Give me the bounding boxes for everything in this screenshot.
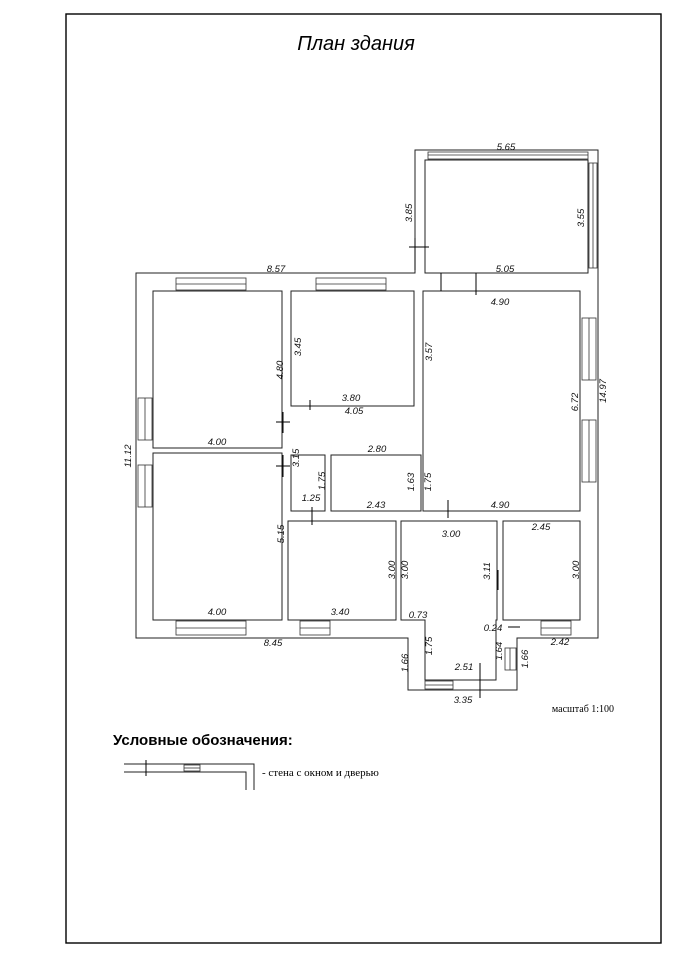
dim-label: 1.75	[317, 471, 328, 490]
dim-label: 3.45	[293, 337, 304, 356]
dim-label: 8.57	[267, 264, 286, 275]
legend-item-text: - стена с окном и дверью	[262, 767, 379, 779]
room-bedroom-bottom-left	[152, 452, 283, 621]
dim-label: 8.45	[264, 638, 283, 649]
dim-label: 5.15	[276, 524, 287, 543]
window-porch-side	[504, 647, 517, 671]
dim-label: 2.51	[454, 662, 474, 673]
legend-wall-symbol	[124, 760, 255, 790]
dim-label: 2.45	[531, 522, 551, 533]
dim-label: 5.65	[497, 142, 516, 153]
dimension-labels: 5.65 3.85 3.55 8.57 5.05 4.90 3.45 4.80 …	[123, 142, 609, 706]
room-middle-top	[290, 290, 415, 407]
dim-label: 3.80	[342, 393, 361, 404]
room-corridor-small	[290, 454, 326, 512]
dim-label: 11.12	[123, 444, 134, 468]
dim-label: 4.00	[208, 607, 227, 618]
windows	[137, 151, 598, 690]
dim-label: 1.66	[400, 653, 411, 672]
dim-label: 5.05	[496, 264, 515, 275]
dim-label: 2.43	[366, 500, 386, 511]
legend: Условные обозначения: - стена с окном и …	[113, 732, 379, 790]
dim-label: 4.00	[208, 437, 227, 448]
dim-label: 6.72	[570, 392, 581, 411]
room-bottom-right	[502, 520, 581, 621]
dim-label: 1.75	[424, 636, 435, 655]
dim-label: 4.80	[275, 360, 286, 379]
dim-label: 3.00	[387, 560, 398, 579]
dim-label: 1.64	[494, 642, 505, 661]
dim-label: 0.73	[409, 610, 428, 621]
window-veranda-top	[427, 151, 589, 160]
plan-title: План здания	[297, 33, 415, 55]
room-bottom-middle	[287, 520, 397, 621]
room-bath	[330, 454, 422, 512]
dim-label: 3.55	[576, 208, 587, 227]
dim-label: 0.24	[484, 623, 503, 634]
dim-label: 4.90	[491, 297, 510, 308]
scale-label: масштаб 1:100	[552, 704, 614, 715]
dim-label: 1.25	[302, 493, 321, 504]
dim-label: 14.97	[598, 378, 609, 402]
dim-label: 3.11	[482, 562, 493, 580]
dim-label: 3.35	[454, 695, 473, 706]
room-living	[422, 290, 581, 512]
dim-label: 3.85	[404, 203, 415, 222]
building-plan	[135, 149, 599, 698]
legend-title: Условные обозначения:	[113, 732, 293, 749]
drawing-frame	[65, 13, 662, 944]
dim-label: 1.63	[406, 472, 417, 491]
dim-label: 3.40	[331, 607, 350, 618]
dim-label: 1.75	[423, 472, 434, 491]
dim-label: 3.57	[424, 342, 435, 361]
room-bedroom-top-left	[152, 290, 283, 449]
dim-label: 2.80	[367, 444, 387, 455]
dim-label: 3.00	[442, 529, 461, 540]
dim-label: 3.00	[400, 560, 411, 579]
dim-label: 4.05	[345, 406, 364, 417]
dim-label: 3.15	[291, 448, 302, 467]
dim-label: 1.66	[520, 649, 531, 668]
room-veranda	[424, 159, 589, 274]
dim-label: 2.42	[550, 637, 570, 648]
room-entrance	[400, 520, 498, 681]
door-marks	[276, 238, 520, 698]
dim-label: 4.90	[491, 500, 510, 511]
dim-label: 3.00	[571, 560, 582, 579]
